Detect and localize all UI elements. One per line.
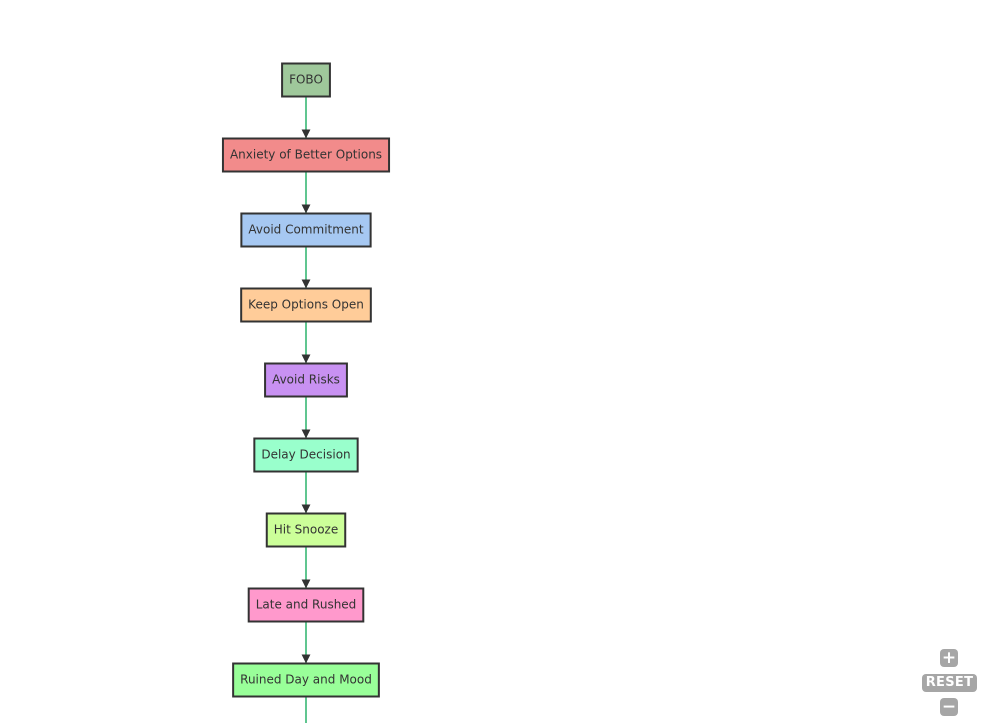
node-label: Keep Options Open	[248, 298, 364, 312]
node-anxiety[interactable]: Anxiety of Better Options	[221, 137, 391, 173]
node-label: Avoid Commitment	[248, 223, 364, 237]
node-box	[247, 587, 365, 623]
node-label: Ruined Day and Mood	[240, 673, 372, 687]
node-avoid-commitment[interactable]: Avoid Commitment	[240, 212, 372, 248]
node-label: Late and Rushed	[256, 598, 357, 612]
node-box	[240, 287, 372, 323]
node-box	[221, 137, 391, 173]
node-fobo[interactable]: FOBO	[281, 62, 331, 98]
node-ruined-day[interactable]: Ruined Day and Mood	[232, 662, 380, 698]
node-hit-snooze[interactable]: Hit Snooze	[265, 512, 347, 548]
node-box	[264, 362, 348, 398]
node-late-and-rushed[interactable]: Late and Rushed	[247, 587, 365, 623]
node-label: Anxiety of Better Options	[230, 148, 382, 162]
reset-button[interactable]: RESET	[922, 674, 977, 692]
node-box	[265, 512, 347, 548]
node-box	[253, 437, 359, 473]
node-box	[240, 212, 372, 248]
node-keep-options-open[interactable]: Keep Options Open	[240, 287, 372, 323]
node-label: Hit Snooze	[274, 523, 338, 537]
node-label: Avoid Risks	[272, 373, 340, 387]
node-box	[281, 62, 331, 98]
node-label: Delay Decision	[261, 448, 350, 462]
node-box	[232, 662, 380, 698]
zoom-in-button[interactable]: +	[940, 648, 958, 668]
node-avoid-risks[interactable]: Avoid Risks	[264, 362, 348, 398]
node-label: FOBO	[289, 73, 323, 87]
node-delay-decision[interactable]: Delay Decision	[253, 437, 359, 473]
zoom-out-button[interactable]: −	[940, 697, 958, 717]
